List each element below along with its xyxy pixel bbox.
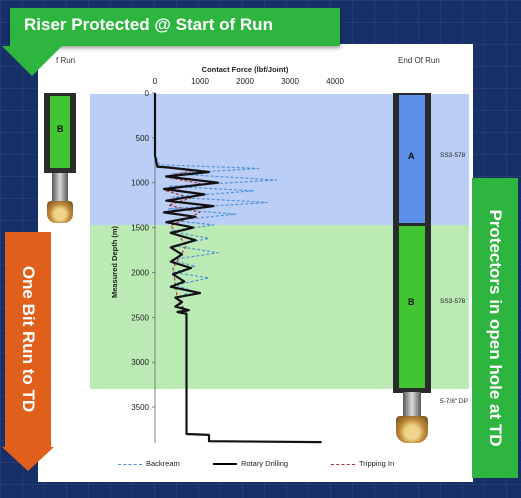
left-banner: One Bit Run to TD xyxy=(5,232,51,447)
right-drill-bit-icon xyxy=(396,416,428,443)
legend-swatch-backream xyxy=(118,463,142,465)
left-column-title: f Run xyxy=(56,56,76,65)
y-tick-label: 500 xyxy=(136,134,150,143)
series-line-tripping-in xyxy=(154,93,322,443)
right-segment-letter-a: A xyxy=(408,151,415,161)
right-banner-text: Protectors in open hole at TD xyxy=(486,209,505,447)
legend-item-rotary-drilling: Rotary Drilling xyxy=(213,459,288,468)
legend-item-tripping-in: Tripping In xyxy=(331,459,394,468)
right-label-a: SS3-578 xyxy=(440,152,466,159)
legend-label-backream: Backream xyxy=(146,459,180,468)
left-bha-pipe xyxy=(52,173,68,203)
y-tick-label: 2500 xyxy=(131,313,149,322)
top-banner-text: Riser Protected @ Start of Run xyxy=(24,15,273,34)
left-banner-text: One Bit Run to TD xyxy=(19,265,38,413)
legend-label-rotary-drilling: Rotary Drilling xyxy=(241,459,289,468)
y-tick-label: 3000 xyxy=(131,358,149,367)
y-tick-label: 1000 xyxy=(131,179,149,188)
y-tick-label: 2000 xyxy=(131,268,149,277)
y-axis-title: Measured Depth (m) xyxy=(110,225,119,298)
left-bha-segment-b xyxy=(50,96,70,168)
legend-swatch-tripping-in xyxy=(331,463,355,465)
right-bha-segment-a xyxy=(399,95,425,223)
y-tick-label: 1500 xyxy=(131,224,149,233)
y-tick-label: 0 xyxy=(145,89,150,98)
x-tick-label: 0 xyxy=(153,77,158,86)
legend-swatch-rotary-drilling xyxy=(213,463,237,466)
x-tick-label: 4000 xyxy=(326,77,344,86)
top-banner: Riser Protected @ Start of Run xyxy=(10,8,340,46)
right-label-pipe: 5-7/8" DP xyxy=(440,398,468,405)
legend-label-tripping-in: Tripping In xyxy=(359,459,395,468)
legend-item-backream: Backream xyxy=(118,459,180,468)
y-tick-label: 3500 xyxy=(131,403,149,412)
x-tick-label: 1000 xyxy=(191,77,209,86)
right-banner: Protectors in open hole at TD xyxy=(472,178,518,478)
x-axis-title: Contact Force (lbf/Joint) xyxy=(202,65,289,74)
left-segment-letter: B xyxy=(57,124,64,134)
series-line-backream xyxy=(154,93,278,390)
right-column-title: End Of Run xyxy=(398,56,440,65)
right-bha-pipe xyxy=(403,392,421,418)
right-segment-letter-b: B xyxy=(408,297,415,307)
x-tick-label: 3000 xyxy=(281,77,299,86)
left-drill-bit-icon xyxy=(47,201,73,223)
x-tick-label: 2000 xyxy=(236,77,254,86)
down-arrow-icon-left xyxy=(2,447,54,471)
right-label-b: SS3-578 xyxy=(440,298,466,305)
down-arrow-icon xyxy=(2,46,62,76)
series-line-rotary-drilling xyxy=(153,93,322,444)
right-bha-segment-b xyxy=(399,226,425,388)
